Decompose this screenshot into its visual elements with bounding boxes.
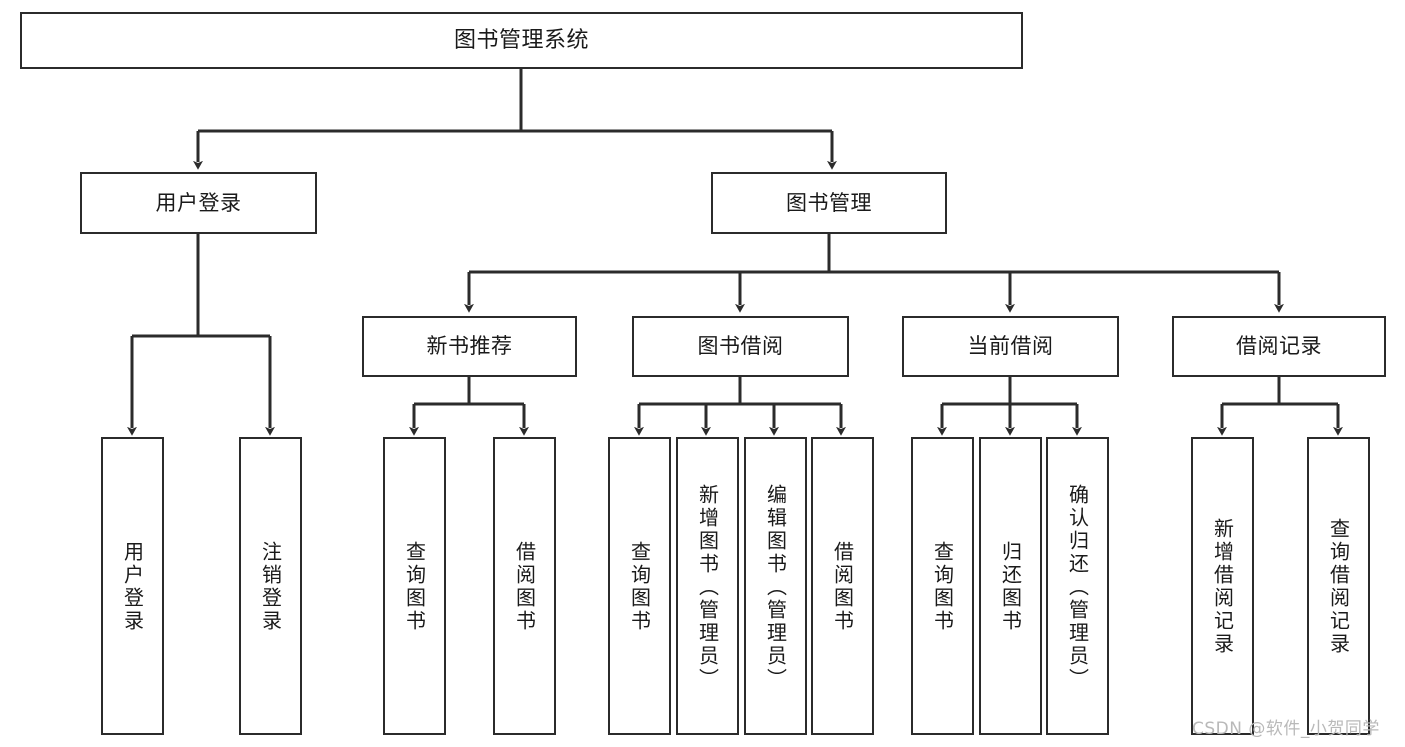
node-label: 新增借阅记录 [1210,518,1235,656]
leaf-current-borrow-query-book[interactable]: 查询图书 [911,437,974,735]
leaf-user-login-signout[interactable]: 注销登录 [239,437,302,735]
node-label: 编辑图书（管理员） [763,483,788,691]
leaf-book-borrow-edit-book-admin[interactable]: 编辑图书（管理员） [744,437,807,735]
node-book-management[interactable]: 图书管理 [711,172,947,234]
node-user-login[interactable]: 用户登录 [80,172,317,234]
leaf-new-book-borrow-book[interactable]: 借阅图书 [493,437,556,735]
node-label: 借阅记录 [1236,334,1322,359]
leaf-current-borrow-return-book[interactable]: 归还图书 [979,437,1042,735]
leaf-borrow-records-query-record[interactable]: 查询借阅记录 [1307,437,1370,735]
node-label: 查询借阅记录 [1326,518,1351,656]
leaf-new-book-query-book[interactable]: 查询图书 [383,437,446,735]
node-label: 注销登录 [258,541,283,633]
node-label: 查询图书 [402,541,427,633]
node-label: 归还图书 [998,541,1023,633]
node-label: 用户登录 [120,541,145,633]
leaf-borrow-records-add-record[interactable]: 新增借阅记录 [1191,437,1254,735]
node-book-borrow[interactable]: 图书借阅 [632,316,849,377]
node-new-book-recommend[interactable]: 新书推荐 [362,316,577,377]
node-label: 借阅图书 [830,541,855,633]
leaf-book-borrow-borrow-book[interactable]: 借阅图书 [811,437,874,735]
csdn-watermark: CSDN @软件_小贺同学 [1192,719,1380,739]
node-label: 图书借阅 [697,334,784,359]
node-label: 图书管理系统 [453,27,589,53]
leaf-book-borrow-add-book-admin[interactable]: 新增图书（管理员） [676,437,739,735]
leaf-user-login-signin[interactable]: 用户登录 [101,437,164,735]
node-label: 用户登录 [155,190,242,215]
node-root-book-management-system[interactable]: 图书管理系统 [20,12,1023,69]
node-label: 新书推荐 [426,334,513,359]
node-label: 当前借阅 [967,334,1054,359]
leaf-book-borrow-query-book[interactable]: 查询图书 [608,437,671,735]
node-label: 确认归还（管理员） [1065,483,1090,691]
node-label: 新增图书（管理员） [695,483,720,691]
node-label: 查询图书 [627,541,652,633]
node-label: 图书管理 [786,190,872,215]
node-label: 借阅图书 [512,541,537,633]
node-borrow-records[interactable]: 借阅记录 [1172,316,1386,377]
leaf-current-borrow-confirm-return-admin[interactable]: 确认归还（管理员） [1046,437,1109,735]
node-current-borrow[interactable]: 当前借阅 [902,316,1119,377]
node-label: 查询图书 [930,541,955,633]
